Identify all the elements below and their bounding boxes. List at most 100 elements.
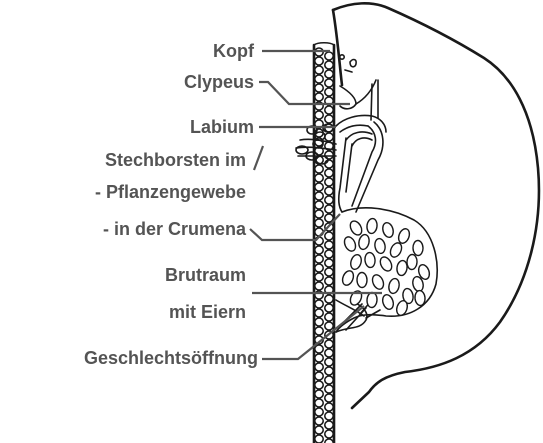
stem-cell	[315, 264, 323, 272]
labels: Kopf Clypeus Labium Stechborsten im - Pf…	[84, 41, 258, 368]
egg	[396, 260, 408, 276]
egg	[349, 253, 363, 270]
stem-cell	[315, 192, 323, 200]
egg-cluster	[341, 218, 432, 317]
egg	[378, 255, 394, 273]
brood-chamber	[336, 208, 437, 332]
stem-cell	[325, 88, 333, 96]
label-stechborsten: Stechborsten im	[105, 150, 246, 170]
stem-cell	[315, 435, 323, 443]
stem-cell	[315, 318, 323, 326]
egg	[366, 292, 377, 308]
egg	[387, 278, 400, 295]
stem-cell	[315, 417, 323, 425]
label-crumena: - in der Crumena	[103, 219, 247, 239]
stem-cell	[325, 277, 333, 285]
stem-cell	[315, 174, 323, 182]
stem-cell	[325, 340, 333, 348]
stem-cell	[325, 304, 333, 312]
stem-cell	[315, 426, 323, 434]
stem-cell	[325, 133, 333, 141]
egg	[381, 293, 395, 310]
stem-cell	[325, 187, 333, 195]
stem-cell	[315, 390, 323, 398]
stem-cell	[325, 367, 333, 375]
stem-cell	[325, 385, 333, 393]
stem-cell	[315, 300, 323, 308]
stem-cell	[325, 115, 333, 123]
stem-cell	[325, 358, 333, 366]
label-labium: Labium	[190, 117, 254, 137]
stem-cell	[315, 399, 323, 407]
egg	[342, 235, 357, 253]
stem-cell	[325, 412, 333, 420]
stem-cell	[315, 255, 323, 263]
eye-dot	[340, 55, 344, 59]
stem-cell	[315, 183, 323, 191]
stem-cell	[325, 430, 333, 438]
egg	[370, 273, 385, 291]
stem-cell	[315, 201, 323, 209]
egg	[348, 219, 364, 237]
label-mit-eiern: mit Eiern	[169, 302, 246, 322]
stem-cell	[315, 246, 323, 254]
egg	[366, 218, 378, 234]
stem-cell	[325, 376, 333, 384]
leader-crumena	[250, 214, 340, 240]
stem-cell	[315, 327, 323, 335]
stem-cell	[315, 210, 323, 218]
stem-cell	[325, 394, 333, 402]
stem-cell	[315, 57, 323, 65]
stem-cell	[325, 313, 333, 321]
stem-cell	[325, 421, 333, 429]
stem-cell	[325, 259, 333, 267]
stem-cell	[315, 345, 323, 353]
stem-cell	[325, 322, 333, 330]
egg	[358, 234, 371, 251]
egg	[381, 221, 395, 238]
stem-cell	[315, 408, 323, 416]
stem-cell	[325, 403, 333, 411]
egg	[357, 272, 367, 287]
stem-cell	[325, 214, 333, 222]
stem-cell	[325, 295, 333, 303]
leader-clypeus	[259, 82, 350, 104]
stem-cell	[325, 232, 333, 240]
egg	[414, 290, 425, 306]
stem-cell	[315, 273, 323, 281]
egg	[341, 269, 356, 287]
stem-cell	[315, 372, 323, 380]
leader-stechborsten	[254, 146, 263, 170]
label-brutraum: Brutraum	[165, 265, 246, 285]
stem-cells	[315, 48, 333, 443]
stem-cell	[315, 381, 323, 389]
stem-cell	[325, 196, 333, 204]
stem-cell	[325, 205, 333, 213]
stem-cell	[315, 363, 323, 371]
label-kopf: Kopf	[213, 41, 255, 61]
stem-cell	[325, 250, 333, 258]
stem-cell	[315, 309, 323, 317]
stem-cell	[315, 66, 323, 74]
stem-cell	[315, 75, 323, 83]
stem-cell	[325, 439, 333, 443]
egg	[397, 227, 412, 245]
label-geschlechtsoeffnung: Geschlechtsöffnung	[84, 348, 258, 368]
stem-cell	[325, 106, 333, 114]
stem-cell	[315, 282, 323, 290]
stem-cell	[325, 268, 333, 276]
stem-cell	[315, 219, 323, 227]
egg	[407, 254, 418, 270]
stem-cell	[325, 160, 333, 168]
stem-cell	[315, 354, 323, 362]
stem-cell	[315, 84, 323, 92]
stem-cell	[315, 111, 323, 119]
body-outline	[333, 3, 539, 408]
stem-cell	[315, 93, 323, 101]
egg	[374, 238, 387, 255]
stem-cell	[325, 178, 333, 186]
stem-cell	[325, 169, 333, 177]
plant-stem	[314, 43, 334, 443]
stem-cell	[325, 241, 333, 249]
